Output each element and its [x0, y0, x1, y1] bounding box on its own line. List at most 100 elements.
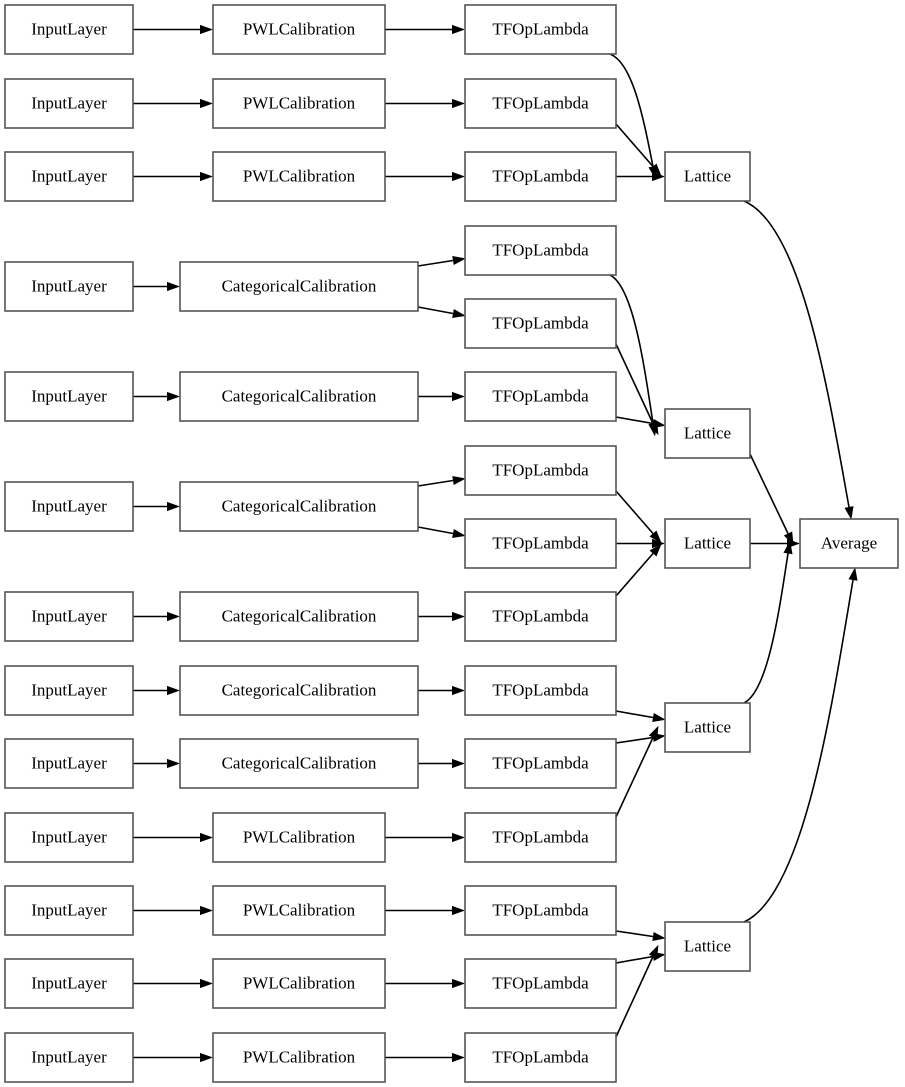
- edge-in11-to-cal11: [133, 905, 213, 916]
- edge-in12-to-cal12: [133, 978, 213, 989]
- node-box: [464, 518, 617, 569]
- node-box: [464, 298, 617, 349]
- node-box: [4, 885, 134, 936]
- arrowhead-icon: [200, 1052, 213, 1063]
- node-box: [664, 408, 751, 459]
- arrowhead-icon: [200, 98, 213, 109]
- node-label: InputLayer: [31, 973, 107, 992]
- arrowhead-icon: [783, 540, 793, 555]
- arrowhead-icon: [200, 171, 213, 182]
- node-input-layer-in10: InputLayer: [4, 812, 134, 863]
- node-box: [4, 958, 134, 1009]
- node-pwlcalibration-cal2: PWLCalibration: [212, 78, 386, 129]
- node-box: [179, 665, 419, 716]
- node-tfop-lambda-op11: TFOpLambda: [464, 738, 617, 789]
- node-label: TFOpLambda: [492, 900, 589, 919]
- edge-line: [615, 416, 654, 425]
- node-label: TFOpLambda: [492, 1047, 589, 1066]
- edge-op14-to-lat5: [615, 951, 666, 964]
- node-label: TFOpLambda: [492, 606, 589, 625]
- arrowhead-icon: [200, 832, 213, 843]
- arrowhead-icon: [649, 543, 662, 557]
- node-categorical-calibration-cal4: CategoricalCalibration: [179, 261, 419, 312]
- edge-line: [615, 737, 654, 818]
- node-layer: InputLayerInputLayerInputLayerInputLayer…: [4, 4, 899, 1083]
- arrowhead-icon: [649, 530, 662, 544]
- node-box: [664, 151, 751, 202]
- node-box: [799, 518, 899, 569]
- node-label: PWLCalibration: [243, 827, 356, 846]
- node-tfop-lambda-op6: TFOpLambda: [464, 371, 617, 422]
- node-tfop-lambda-op5: TFOpLambda: [464, 298, 617, 349]
- edge-line: [615, 956, 654, 1038]
- arrowhead-icon: [452, 611, 465, 622]
- node-pwlcalibration-cal10: PWLCalibration: [212, 812, 386, 863]
- node-label: PWLCalibration: [243, 93, 356, 112]
- edge-line: [615, 490, 654, 535]
- node-label: TFOpLambda: [492, 753, 589, 772]
- node-label: PWLCalibration: [243, 900, 356, 919]
- node-label: InputLayer: [31, 827, 107, 846]
- edge-op6-to-lat2: [615, 416, 666, 429]
- node-input-layer-in6: InputLayer: [4, 481, 134, 532]
- node-tfop-lambda-op2: TFOpLambda: [464, 78, 617, 129]
- node-box: [212, 885, 386, 936]
- node-pwlcalibration-cal3: PWLCalibration: [212, 151, 386, 202]
- arrowhead-icon: [848, 567, 858, 581]
- node-box: [4, 4, 134, 55]
- node-input-layer-in4: InputLayer: [4, 261, 134, 312]
- node-label: InputLayer: [31, 1047, 107, 1066]
- edge-line: [609, 53, 654, 167]
- edge-op2-to-lat1: [615, 123, 662, 177]
- edge-lat5-to-avg: [743, 567, 858, 923]
- node-label: TFOpLambda: [492, 973, 589, 992]
- arrowhead-icon: [200, 978, 213, 989]
- arrowhead-icon: [649, 163, 662, 177]
- node-tfop-lambda-op4: TFOpLambda: [464, 225, 617, 276]
- edge-op1-to-lat1: [609, 53, 658, 180]
- arrowhead-icon: [452, 685, 465, 696]
- arrowhead-icon: [452, 475, 466, 486]
- node-box: [464, 812, 617, 863]
- edge-cal10-to-op12: [385, 832, 465, 843]
- edge-op9-to-lat3: [615, 543, 662, 597]
- edge-line: [417, 526, 454, 535]
- edge-in4-to-cal4: [133, 281, 180, 292]
- node-label: TFOpLambda: [492, 19, 589, 38]
- edge-op15-to-lat5: [615, 944, 659, 1038]
- node-categorical-calibration-cal6: CategoricalCalibration: [179, 481, 419, 532]
- node-box: [4, 591, 134, 642]
- node-label: Lattice: [684, 423, 731, 442]
- edge-op11-to-lat4: [615, 732, 666, 744]
- edge-line: [417, 306, 454, 315]
- arrowhead-icon: [452, 98, 465, 109]
- node-categorical-calibration-cal7: CategoricalCalibration: [179, 591, 419, 642]
- node-tfop-lambda-op14: TFOpLambda: [464, 958, 617, 1009]
- edge-in6-to-cal6: [133, 501, 180, 512]
- node-tfop-lambda-op7: TFOpLambda: [464, 445, 617, 496]
- node-label: TFOpLambda: [492, 93, 589, 112]
- node-box: [664, 518, 751, 569]
- node-lattice-lat2: Lattice: [664, 408, 751, 459]
- node-pwlcalibration-cal1: PWLCalibration: [212, 4, 386, 55]
- node-box: [4, 1032, 134, 1083]
- node-pwlcalibration-cal13: PWLCalibration: [212, 1032, 386, 1083]
- node-label: PWLCalibration: [243, 166, 356, 185]
- node-box: [664, 921, 751, 972]
- edge-op3-to-lat1: [616, 171, 665, 182]
- arrowhead-icon: [452, 391, 465, 402]
- node-tfop-lambda-op13: TFOpLambda: [464, 885, 617, 936]
- node-label: PWLCalibration: [243, 19, 356, 38]
- edge-layer: [133, 24, 858, 1063]
- arrowhead-icon: [452, 308, 466, 319]
- edge-lat1-to-avg: [743, 200, 854, 520]
- edge-lat4-to-avg: [743, 540, 793, 704]
- node-box: [4, 738, 134, 789]
- node-box: [4, 261, 134, 312]
- edge-op4-to-lat2: [609, 274, 658, 437]
- node-lattice-lat5: Lattice: [664, 921, 751, 972]
- node-label: Lattice: [684, 533, 731, 552]
- node-label: InputLayer: [31, 606, 107, 625]
- node-box: [4, 78, 134, 129]
